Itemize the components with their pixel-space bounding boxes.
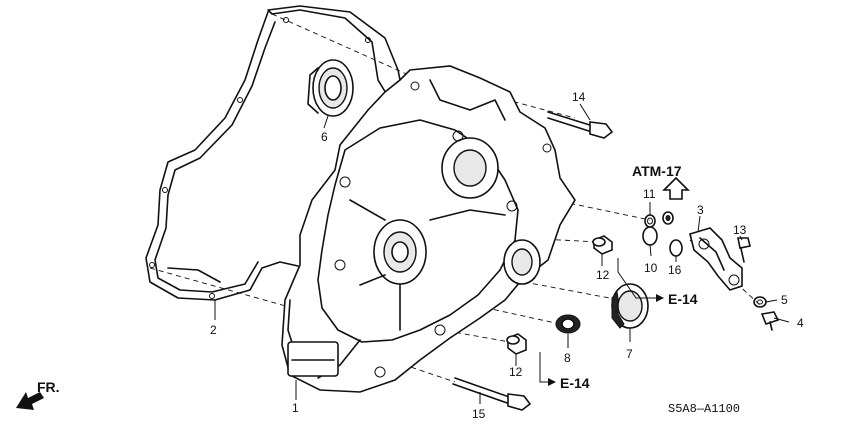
callout-5: 5 xyxy=(781,293,788,307)
bolt-upper xyxy=(547,111,614,139)
reference-arrow-upper xyxy=(617,258,664,302)
bolt-13 xyxy=(737,237,751,263)
bearing xyxy=(307,59,354,117)
callout-3: 3 xyxy=(697,203,704,217)
oil-seal-large xyxy=(611,283,649,329)
front-direction-label: FR. xyxy=(37,379,60,395)
front-direction-arrow-icon xyxy=(16,392,44,410)
callout-10: 10 xyxy=(644,261,658,275)
transmission-housing xyxy=(281,65,576,393)
fitting-3 xyxy=(689,227,743,291)
callout-11: 11 xyxy=(643,187,656,201)
washer-11 xyxy=(644,214,656,228)
callout-2: 2 xyxy=(210,323,217,337)
callout-1: 1 xyxy=(292,401,299,415)
seal-washer xyxy=(662,211,674,225)
callout-12-lower: 12 xyxy=(509,365,523,379)
callout-12-upper: 12 xyxy=(596,268,610,282)
leader-lines xyxy=(214,103,790,404)
callout-16: 16 xyxy=(668,263,682,277)
callout-14: 14 xyxy=(572,90,586,104)
callout-13: 13 xyxy=(733,223,747,237)
diagram-code: S5A8—A1100 xyxy=(668,402,740,416)
oil-seal-small xyxy=(555,314,581,334)
callout-4: 4 xyxy=(797,316,804,330)
bolt-lower xyxy=(452,377,532,411)
callout-7: 7 xyxy=(626,347,633,361)
up-arrow-icon xyxy=(662,176,690,200)
callout-15: 15 xyxy=(472,407,486,421)
dowel-pin-upper xyxy=(592,235,613,255)
washer-5 xyxy=(753,296,767,308)
e14-reference-upper: E-14 xyxy=(668,291,698,307)
e14-reference-lower: E-14 xyxy=(560,375,590,391)
o-ring-16 xyxy=(669,239,683,257)
dowel-pin-lower xyxy=(506,333,527,355)
callout-6: 6 xyxy=(321,130,328,144)
atm-reference-label: ATM-17 xyxy=(632,163,682,179)
gasket xyxy=(145,5,403,301)
o-ring-10 xyxy=(642,226,658,246)
callout-8: 8 xyxy=(564,351,571,365)
bolt-4 xyxy=(760,311,780,331)
callout-numbers: 1 2 3 4 5 6 7 8 10 11 12 12 13 14 15 16 xyxy=(210,90,804,421)
reference-arrow-lower xyxy=(539,352,556,386)
